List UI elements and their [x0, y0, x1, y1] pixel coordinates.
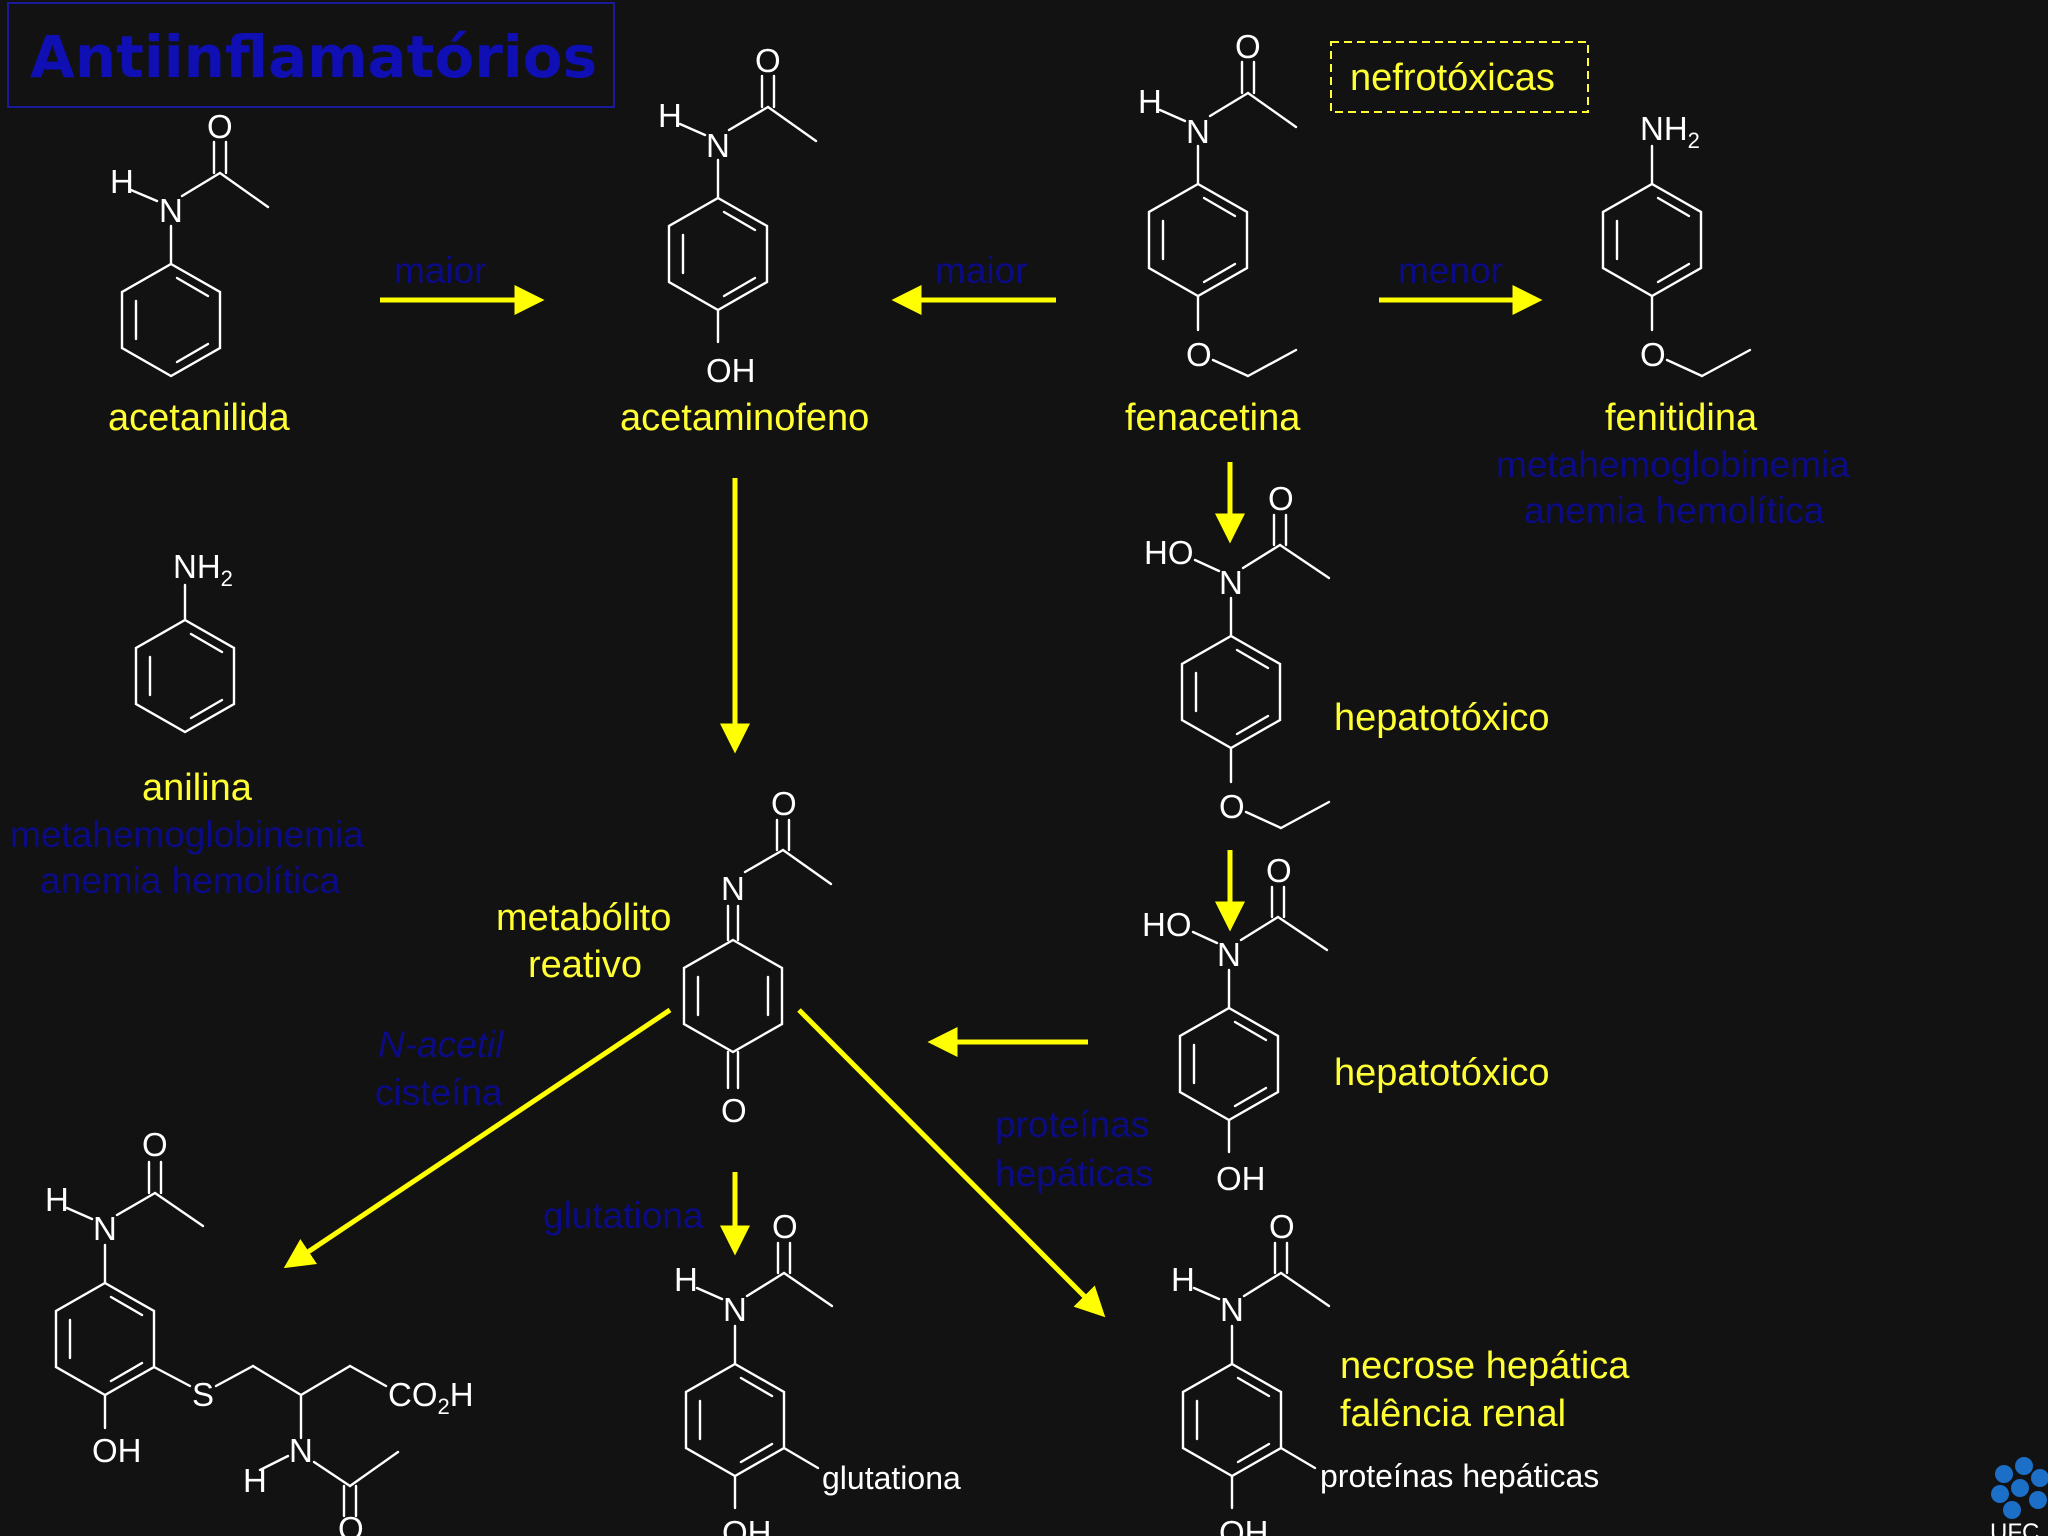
anilina-effect-2: anemia hemolítica [40, 860, 341, 901]
arrow-metabolito-to-proteinas [797, 1008, 1106, 1318]
fenacetina-structure: O H N O [1138, 28, 1298, 378]
n-hydroxy-fenacetina-atom-ho: HO [1144, 534, 1194, 571]
proteinas-arrow-label-2: hepáticas [995, 1153, 1153, 1194]
fenitidina-label: fenitidina [1605, 397, 1758, 439]
metabolito-atom-o-top: O [771, 785, 797, 822]
acetanilida-structure: O H N [110, 108, 270, 378]
n-hydroxy-fenacetina-structure: O HO N O [1144, 480, 1331, 830]
metabolito-structure: O N O [682, 785, 833, 1129]
fenacetina-atom-o: O [1235, 28, 1261, 65]
acetanilida-atom-o: O [207, 108, 233, 145]
proteinas-adduct-atom-h: H [1171, 1261, 1195, 1298]
acetaminofeno-atom-n: N [706, 127, 730, 164]
necrose-label-1: necrose hepática [1340, 1345, 1630, 1387]
acetaminofeno-atom-o: O [755, 42, 781, 79]
glutationa-adduct-atom-n: N [723, 1291, 747, 1328]
fenacetina-atom-o-ether: O [1186, 336, 1212, 373]
nacetil-adduct-atom-oh: OH [92, 1432, 142, 1469]
hepatotoxico-2-label: hepatotóxico [1334, 1052, 1550, 1094]
acetanilida-atom-h: H [110, 163, 134, 200]
n-hydroxy-acetaminofeno-atom-ho: HO [1142, 906, 1192, 943]
n-hydroxy-fenacetina-atom-o: O [1268, 480, 1294, 517]
nacetil-adduct-atom-s: S [192, 1376, 214, 1413]
proteinas-arrow-label-1: proteínas [995, 1104, 1149, 1145]
metabolito-ring [682, 938, 784, 1054]
fenitidina-effect-2: anemia hemolítica [1524, 490, 1825, 531]
fenitidina-atom-o-ether: O [1640, 336, 1666, 373]
nefrotoxicas-label: nefrotóxicas [1350, 57, 1555, 99]
nefrotoxicas-frame [1330, 41, 1589, 113]
title-text: Antiinflamatórios [30, 23, 597, 91]
glutationa-arrow-label: glutationa [543, 1195, 704, 1236]
n-hydroxy-fenacetina-atom-n: N [1219, 564, 1243, 601]
proteinas-adduct-atom-o: O [1269, 1208, 1295, 1245]
nacetil-adduct-atom-o2: O [338, 1510, 364, 1536]
nacetil-adduct-atom-co2h: CO2H [388, 1376, 474, 1419]
slide-title: Antiinflamatórios [7, 2, 615, 108]
nacetil-label-2: cisteína [375, 1072, 503, 1113]
arrow-metabolito-to-nacetil [283, 1007, 672, 1269]
glutationa-conjugate-label: glutationa [822, 1460, 961, 1496]
proteinas-adduct-structure: O H N OH [1171, 1208, 1331, 1536]
n-hydroxy-acetaminofeno-atom-oh: OH [1216, 1160, 1266, 1197]
anilina-atom-nh2: NH2 [173, 548, 233, 591]
n-hydroxy-acetaminofeno-atom-o: O [1266, 852, 1292, 889]
n-hydroxy-acetaminofeno-structure: O HO N OH [1142, 852, 1329, 1197]
ufc-logo: UFC [1990, 1457, 2048, 1536]
nacetil-adduct-atom-n2: N [289, 1432, 313, 1469]
acetaminofeno-atom-oh: OH [706, 352, 756, 389]
acetanilida-ring [120, 262, 222, 378]
proteinas-adduct-atom-oh: OH [1219, 1514, 1269, 1536]
anilina-effect-1: metahemoglobinemia [10, 814, 364, 855]
nacetil-adduct-atom-h: H [45, 1181, 69, 1218]
title-box [7, 2, 615, 108]
nacetil-adduct-structure: O H N OH S CO2H N H O [45, 1126, 474, 1536]
nacetil-adduct-atom-n: N [93, 1210, 117, 1247]
fenitidina-atom-nh2: NH2 [1640, 110, 1700, 153]
metabolito-atom-o-bottom: O [721, 1092, 747, 1129]
acetaminofeno-atom-h: H [658, 97, 682, 134]
proteinas-adduct-atom-n: N [1220, 1291, 1244, 1328]
nacetil-adduct-atom-h2: H [243, 1462, 267, 1499]
acetaminofeno-structure: O H N OH [658, 42, 818, 389]
fenacetina-atom-n: N [1186, 113, 1210, 150]
n-hydroxy-acetaminofeno-atom-n: N [1217, 936, 1241, 973]
nefrotoxicas-box: nefrotóxicas [1330, 41, 1589, 113]
acetaminofeno-label: acetaminofeno [620, 397, 869, 439]
fenitidina-effect-1: metahemoglobinemia [1496, 444, 1850, 485]
proteinas-conjugate-label: proteínas hepáticas [1320, 1458, 1599, 1494]
glutationa-adduct-atom-h: H [674, 1261, 698, 1298]
fenacetina-label: fenacetina [1125, 397, 1301, 439]
necrose-label-2: falência renal [1340, 1393, 1566, 1435]
nacetil-adduct-atom-o: O [142, 1126, 168, 1163]
fenitidina-structure: NH2 O [1601, 110, 1752, 378]
glutationa-adduct-atom-oh: OH [722, 1514, 772, 1536]
anilina-structure: NH2 [134, 548, 236, 734]
anilina-ring [134, 618, 236, 734]
acetanilida-atom-n: N [159, 192, 183, 229]
metabolito-atom-n: N [721, 870, 745, 907]
metabolito-label-2: reativo [528, 944, 642, 986]
arrow-menor-label: menor [1398, 250, 1503, 291]
anilina-label: anilina [142, 767, 253, 809]
glutationa-adduct-atom-o: O [772, 1208, 798, 1245]
hepatotoxico-1-label: hepatotóxico [1334, 697, 1550, 739]
ufc-logo-text: UFC [1990, 1519, 2039, 1536]
glutationa-adduct-structure: O H N OH [674, 1208, 834, 1536]
acetanilida-label: acetanilida [108, 397, 291, 439]
metabolito-label-1: metabólito [496, 897, 671, 939]
arrow-maior-2-label: maior [935, 250, 1028, 291]
nacetil-label-1: N-acetil [378, 1024, 505, 1065]
n-hydroxy-fenacetina-atom-o-ether: O [1219, 788, 1245, 825]
fenacetina-atom-h: H [1138, 83, 1162, 120]
arrow-maior-1-label: maior [394, 250, 487, 291]
